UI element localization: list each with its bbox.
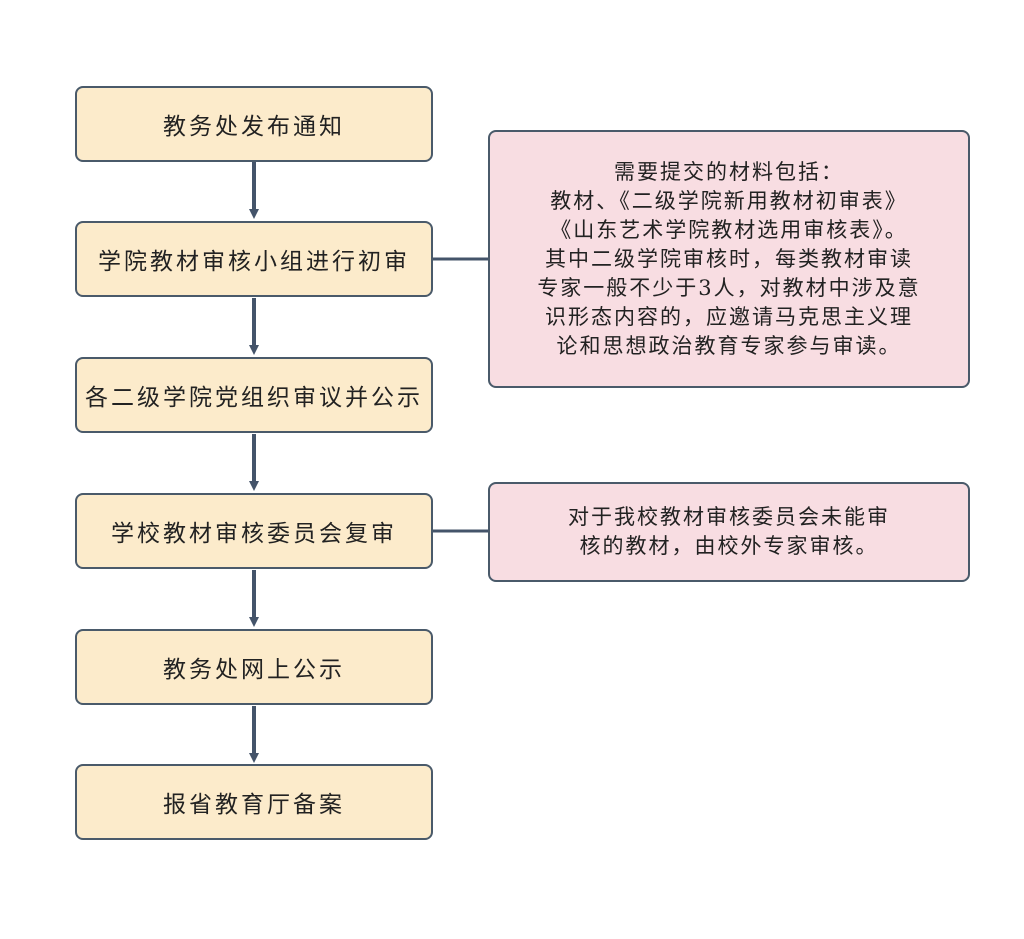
note-external-expert-review: 对于我校教材审核委员会未能审 核的教材，由校外专家审核。 — [488, 482, 970, 582]
step-publish-notice: 教务处发布通知 — [75, 86, 433, 162]
note-line: 对于我校教材审核委员会未能审 — [568, 505, 890, 529]
note-line: 论和思想政治教育专家参与审读。 — [556, 333, 902, 358]
step-provincial-filing: 报省教育厅备案 — [75, 764, 433, 840]
note-line: 其中二级学院审核时，每类教材审读 — [545, 246, 913, 271]
note-materials-required: 需要提交的材料包括： 教材、《二级学院新用教材初审表》 《山东艺术学院教材选用审… — [488, 130, 970, 388]
note-line: 专家一般不少于3人，对教材中涉及意 — [537, 275, 921, 300]
note-line: 核的教材，由校外专家审核。 — [579, 534, 879, 558]
note-line: 教材、《二级学院新用教材初审表》 — [550, 188, 908, 213]
note-line: 《山东艺术学院教材选用审核表》。 — [550, 217, 908, 242]
step-online-publicity: 教务处网上公示 — [75, 629, 433, 705]
note-line: 识形态内容的，应邀请马克思主义理 — [545, 304, 913, 329]
step-university-committee-review: 学校教材审核委员会复审 — [75, 493, 433, 569]
note-line: 需要提交的材料包括： — [614, 159, 844, 184]
step-college-preliminary-review: 学院教材审核小组进行初审 — [75, 221, 433, 297]
step-party-review-and-publicize: 各二级学院党组织审议并公示 — [75, 357, 433, 433]
